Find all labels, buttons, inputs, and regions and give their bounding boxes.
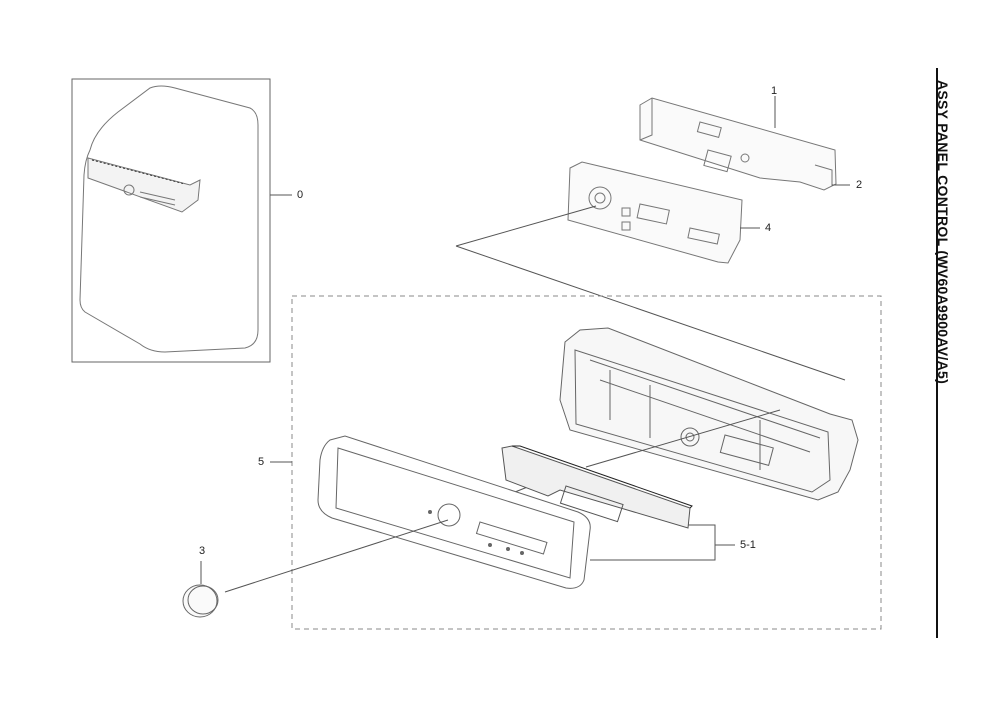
callout-3: 3 [199, 545, 206, 557]
knob-illustration [182, 584, 219, 618]
callout-1: 1 [771, 85, 778, 97]
callout-5-1: 5-1 [740, 539, 756, 551]
projection-line-a [455, 205, 597, 247]
projection-line-b [455, 245, 846, 381]
leader-5-1 [590, 524, 735, 561]
callout-0: 0 [297, 189, 304, 201]
projection-line-e [224, 519, 449, 593]
washer-overview-frame [71, 78, 271, 363]
front-panel-illustration [317, 435, 591, 589]
callout-2: 2 [856, 179, 863, 191]
callout-5: 5 [258, 456, 265, 468]
projection-line-c [585, 409, 781, 468]
pcb-bracket-illustration [639, 97, 837, 191]
title-rule [936, 68, 938, 638]
panel-housing-illustration [559, 327, 859, 501]
membrane-illustration [501, 445, 693, 529]
title: ASSY PANEL CONTROL (WV60A9900AV/A5) [935, 80, 951, 385]
display-pcb-illustration [567, 161, 743, 264]
washer-illustration [79, 85, 259, 353]
callout-4: 4 [765, 222, 772, 234]
